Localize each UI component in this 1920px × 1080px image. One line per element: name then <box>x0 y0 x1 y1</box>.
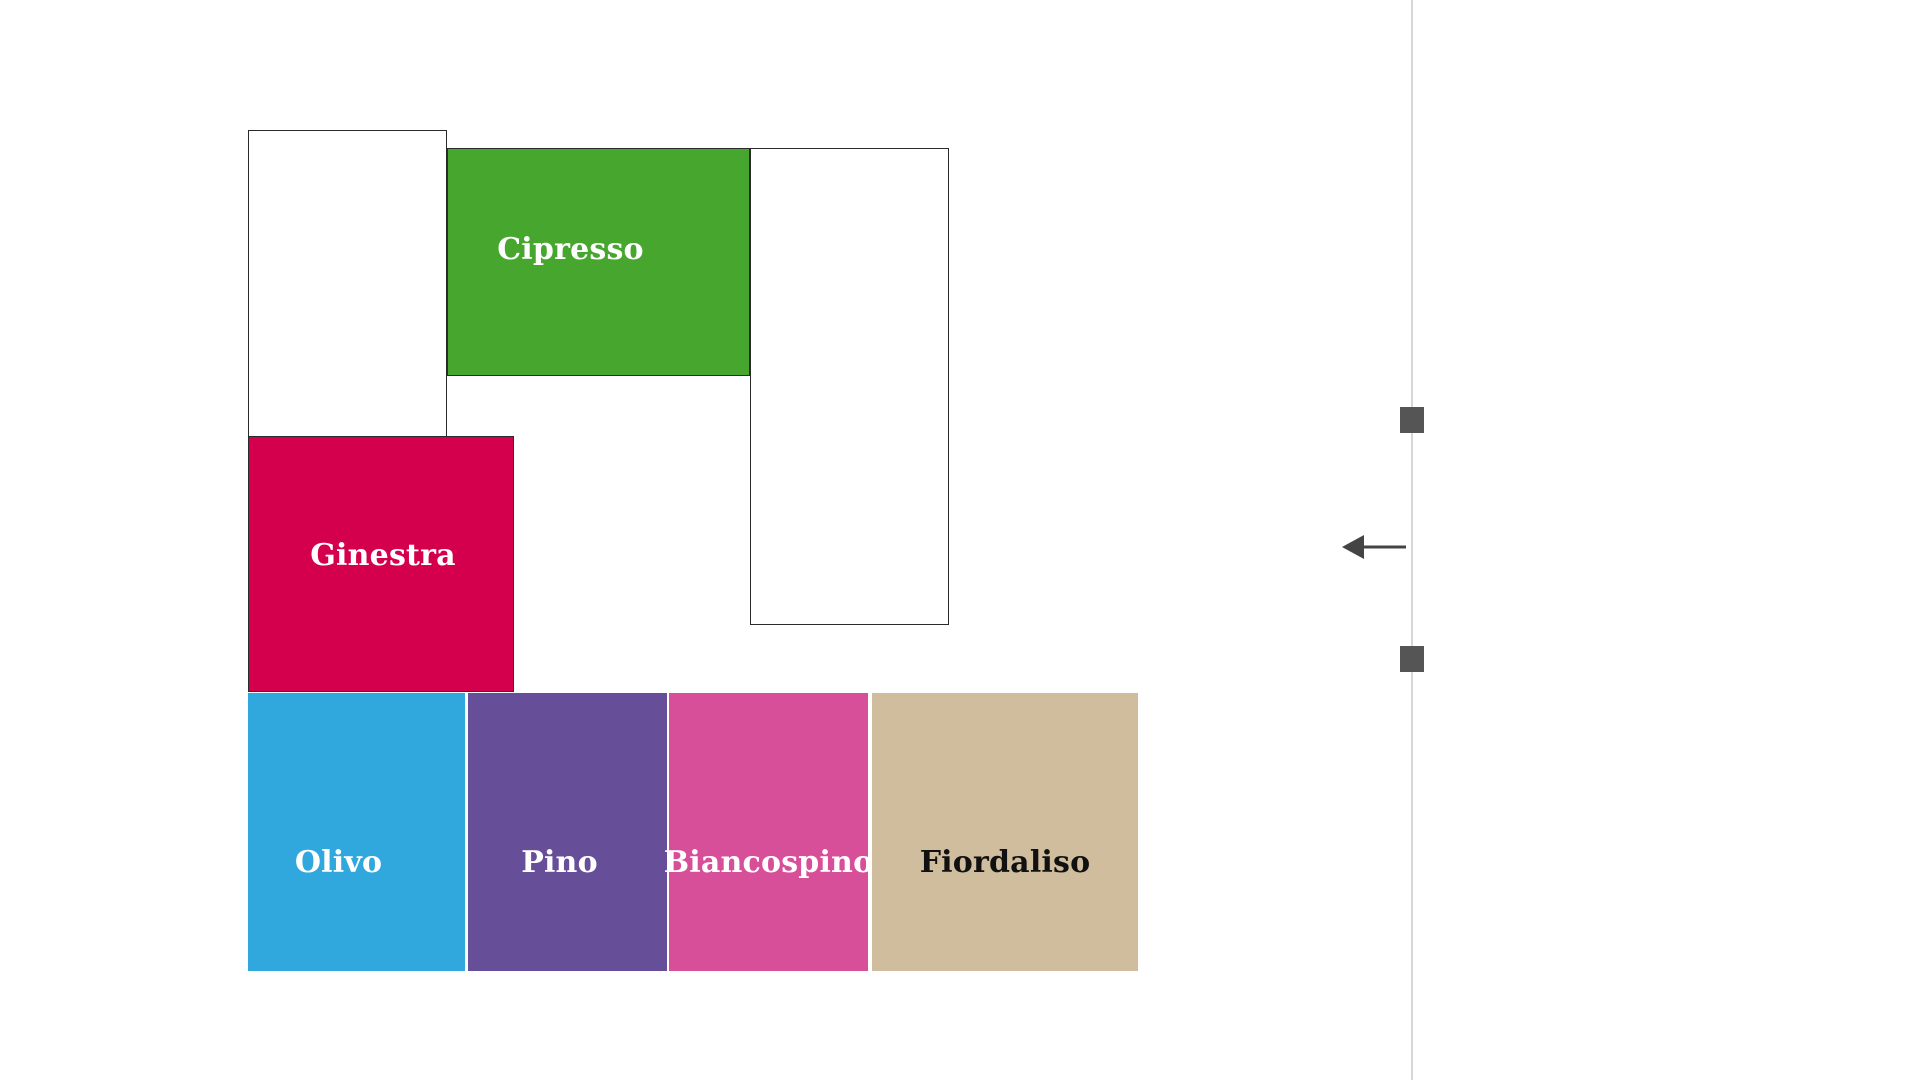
room-label-cipresso: Cipresso <box>497 231 644 267</box>
room-label-fiordaliso: Fiordaliso <box>919 844 1091 880</box>
room-ginestra[interactable]: Ginestra <box>248 436 514 692</box>
room-label-ginestra: Ginestra <box>310 537 456 573</box>
room-cipresso[interactable]: Cipresso <box>447 148 750 376</box>
room-label-biancospino: Biancospino <box>663 844 874 880</box>
room-pino[interactable]: Pino <box>468 693 667 971</box>
room-fiordaliso[interactable]: Fiordaliso <box>872 693 1138 971</box>
room-label-pino: Pino <box>521 844 598 880</box>
room-label-olivo: Olivo <box>294 844 383 880</box>
room-olivo[interactable]: Olivo <box>248 693 465 971</box>
rail-handle-bottom[interactable] <box>1400 646 1424 672</box>
room-biancospino[interactable]: Biancospino <box>664 693 873 971</box>
room-unlabeled-right <box>750 148 949 625</box>
left-arrow-icon[interactable] <box>1342 530 1408 564</box>
room-unlabeled-left <box>248 130 447 438</box>
side-rail-line <box>1411 0 1413 1080</box>
rail-handle-top[interactable] <box>1400 407 1424 433</box>
